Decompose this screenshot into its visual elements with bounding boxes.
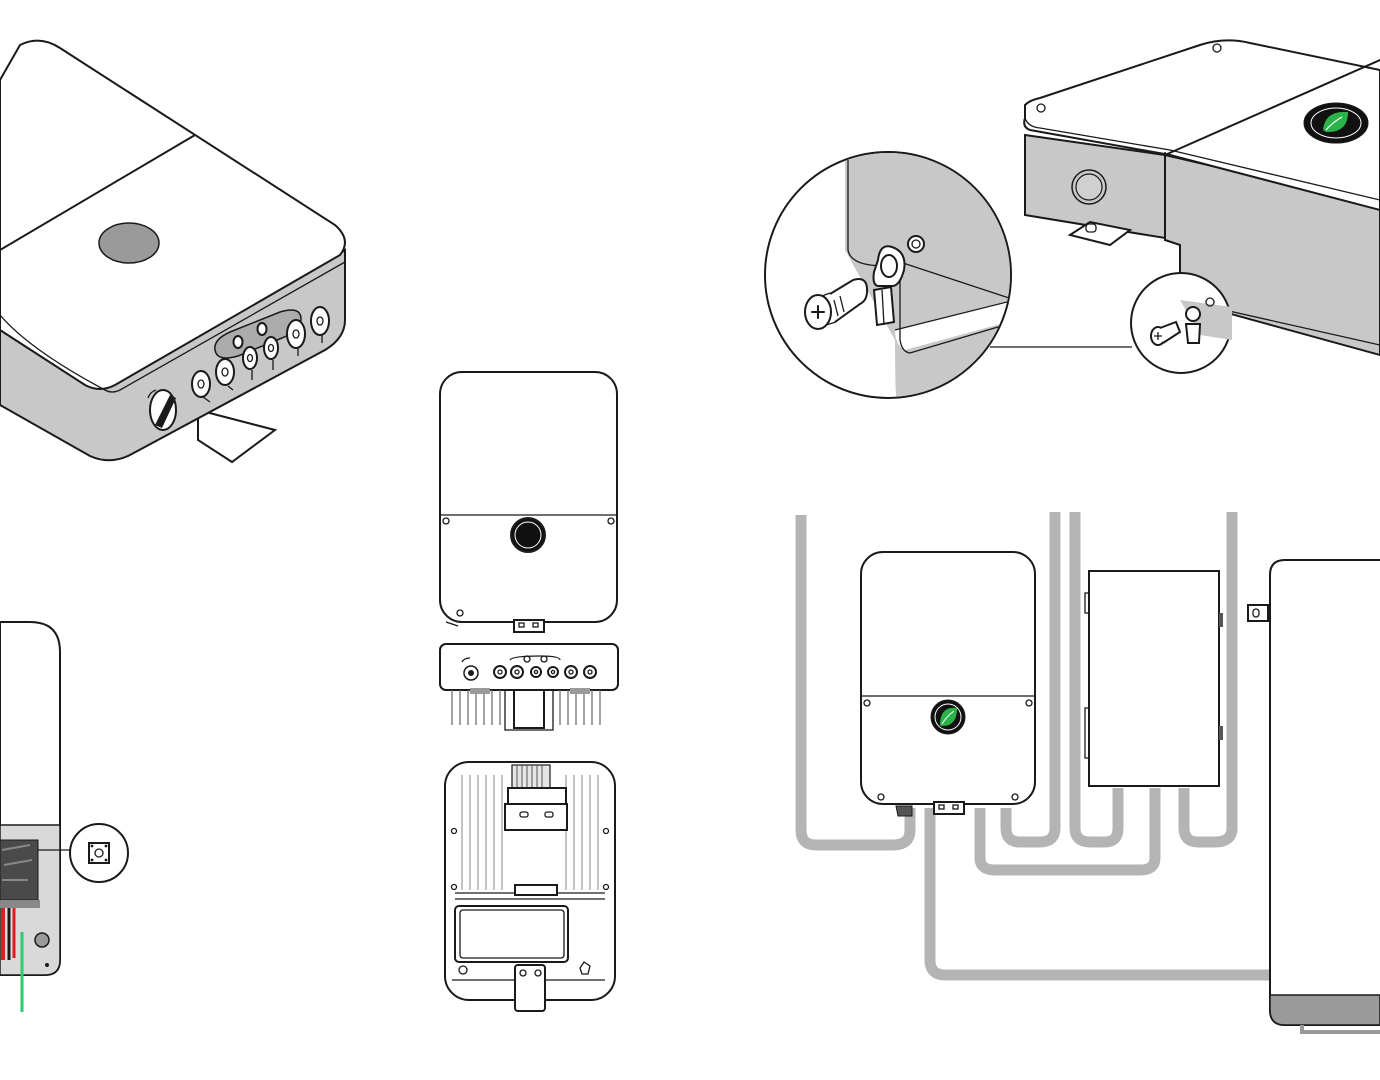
leaf-logo-icon — [930, 699, 966, 735]
inverter-wiring-closeup — [0, 621, 129, 1012]
screw-icon — [1150, 320, 1182, 346]
ring-terminal-icon — [1184, 306, 1202, 344]
inverter-conduit-installation — [795, 512, 1380, 1034]
cable-gland-icon — [191, 306, 330, 398]
inverter-grounding-lug-detail — [764, 39, 1380, 399]
inverter-bottom-ports-view — [439, 643, 619, 731]
dc-switch-knob-icon — [147, 389, 177, 431]
inverter-isometric-top — [0, 39, 346, 464]
inverter-back-mounting-view — [444, 761, 616, 1012]
inverter-front-view — [439, 371, 618, 633]
leaf-logo-icon — [1303, 102, 1369, 144]
